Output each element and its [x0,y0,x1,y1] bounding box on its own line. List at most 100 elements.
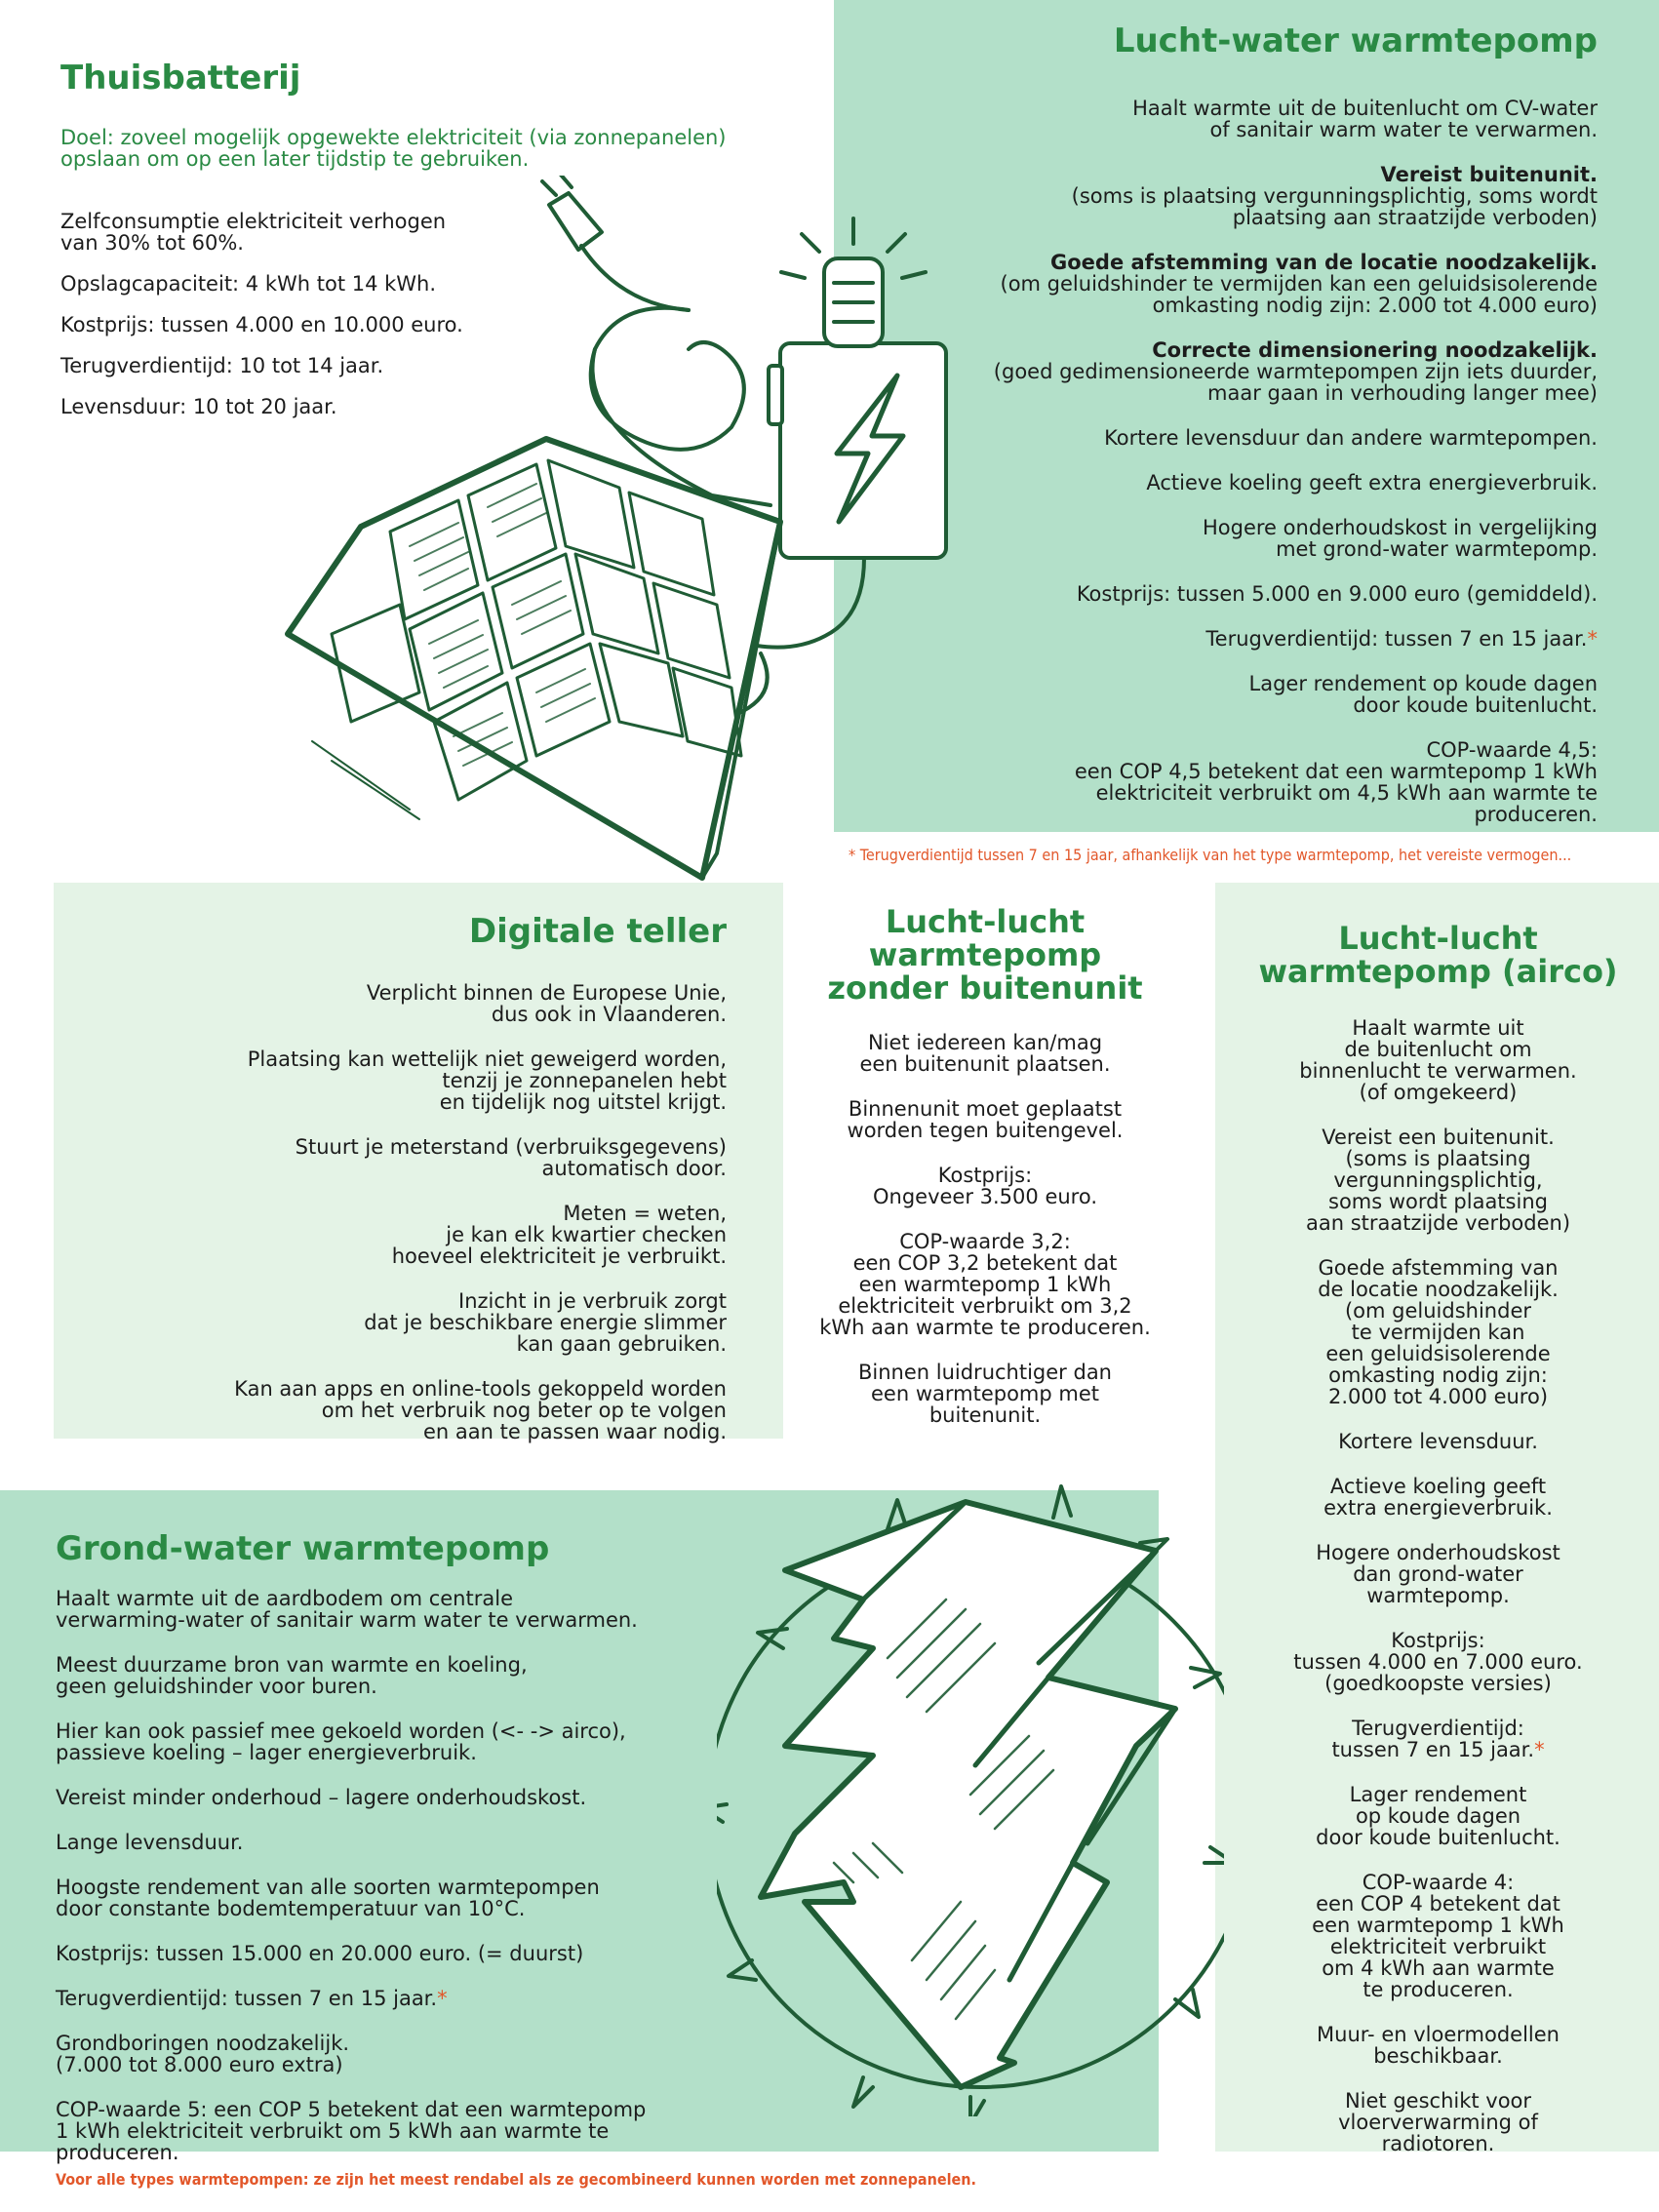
text-line: (soms is plaatsing vergunningsplichtig, … [1071,184,1598,208]
text-line: Hogere onderhoudskost in vergelijking [1203,516,1598,539]
text-line: Kan aan apps en online-tools gekoppeld w… [234,1377,727,1401]
text-line: (goed gedimensioneerde warmtepompen zijn… [993,360,1598,383]
text-line: Terugverdientijd: tussen 7 en 15 jaar.* [56,1987,448,2010]
text-line: worden tegen buitengevel. [847,1119,1124,1142]
title-line: warmtepomp [868,936,1102,973]
title-line: Lucht-lucht [1338,920,1538,957]
text-line: vloerverwarming of [1338,2111,1538,2134]
text-line: Niet geschikt voor [1344,2089,1532,2113]
text-line: (of omgekeerd) [1359,1081,1518,1104]
title-line: zonder buitenunit [827,969,1143,1007]
info-line: Opslagcapaciteit: 4 kWh tot 14 kWh. [60,272,437,296]
text-line: Kortere levensduur. [1338,1430,1538,1453]
text-line: Inzicht in je verbruik zorgt [458,1289,727,1313]
text-line: Kortere levensduur dan andere warmtepomp… [1104,426,1598,450]
text-line: dan grond-water [1353,1562,1523,1586]
text-line: Hogere onderhoudskost [1316,1541,1560,1564]
text-line: Haalt warmte uit de aardbodem om central… [56,1587,513,1610]
text-line: of sanitair warm water te verwarmen. [1209,118,1598,141]
text-line: tussen 7 en 15 jaar.* [1331,1738,1545,1761]
text-line: Vereist buitenunit. [1380,163,1598,186]
title-line: Lucht-lucht [885,903,1086,940]
lucht-water-panel [834,0,1659,832]
text-line: Stuurt je meterstand (verbruiksgegevens) [295,1135,727,1159]
text-line: een buitenunit plaatsen. [859,1052,1111,1076]
thuisbatterij-section: Thuisbatterij Doel: zoveel mogelijk opge… [60,59,802,417]
text-line: buitenunit. [928,1403,1042,1427]
grond-water-section: Grond-water warmtepomp Haalt warmte uit … [56,1529,797,2163]
text-line: (goedkoopste versies) [1324,1672,1552,1695]
text-line: een COP 4 betekent dat [1316,1892,1560,1916]
text-line: dat je beschikbare energie slimmer [364,1311,727,1334]
text-line: een geluidsisolerende [1325,1342,1551,1365]
intro-line: Doel: zoveel mogelijk opgewekte elektric… [60,126,727,149]
asterisk: * [1534,1738,1545,1761]
text-line: tussen 4.000 en 7.000 euro. [1293,1650,1583,1674]
text-line: 1 kWh elektriciteit verbruikt om 5 kWh a… [56,2119,610,2143]
lucht-water-section: Lucht-water warmtepomp Haalt warmte uit … [849,21,1598,825]
text-line: Grondboringen noodzakelijk. [56,2032,350,2055]
airco-section: Lucht-lucht warmtepomp (airco) Haalt war… [1221,922,1655,2154]
text-line: een warmtepomp 1 kWh [1312,1914,1564,1937]
text-line: Binnenunit moet geplaatst [848,1097,1123,1121]
text-line: Hoogste rendement van alle soorten warmt… [56,1876,600,1899]
text-line: door koude buitenlucht. [1316,1826,1560,1849]
text-line: geen geluidshinder voor buren. [56,1675,377,1698]
text-line: Lange levensduur. [56,1831,244,1854]
text-line: kWh aan warmte te produceren. [819,1316,1151,1339]
text-line: Ongeveer 3.500 euro. [872,1185,1097,1208]
text-line: te produceren. [1363,1978,1514,2001]
asterisk: * [1587,627,1599,651]
text-line: Goede afstemming van de locatie noodzake… [1050,251,1598,274]
info-line: Terugverdientijd: 10 tot 14 jaar. [60,354,384,377]
info-line: Levensduur: 10 tot 20 jaar. [60,395,337,418]
text-line: COP-waarde 3,2: [899,1230,1071,1253]
lightning-bolt-illustration [717,1484,1224,2116]
text-line: Hier kan ook passief mee gekoeld worden … [56,1719,626,1743]
text-line: Actieve koeling geeft extra energieverbr… [1146,471,1598,494]
text-line: elektriciteit verbruikt om 4,5 kWh aan w… [1095,781,1598,805]
text-line: omkasting nodig zijn: 2.000 tot 4.000 eu… [1152,294,1598,317]
text-line: een COP 4,5 betekent dat een warmtepomp … [1074,760,1598,783]
digitale-teller-section: Digitale teller Verplicht binnen de Euro… [68,912,727,1442]
text-line: omkasting nodig zijn: [1328,1363,1548,1387]
text-line: door koude buitenlucht. [1353,693,1598,717]
text-line: vergunningsplichtig, [1333,1168,1543,1192]
airco-title: Lucht-lucht warmtepomp (airco) [1221,922,1655,988]
text-line: extra energieverbruik. [1323,1496,1553,1520]
text-line: tenzij je zonnepanelen hebt [442,1069,727,1092]
text-line: een warmtepomp met [871,1382,1099,1405]
text-line: warmtepomp. [1366,1584,1510,1607]
text-line: soms wordt plaatsing [1328,1190,1548,1213]
text-line: en tijdelijk nog uitstel krijgt. [439,1090,727,1114]
text-line: Meten = weten, [563,1202,727,1225]
text-line: COP-waarde 5: een COP 5 betekent dat een… [56,2098,647,2121]
text-line: hoeveel elektriciteit je verbruikt. [391,1244,727,1268]
intro-line: opslaan om op een later tijdstip te gebr… [60,147,530,171]
text-line: Kostprijs: tussen 15.000 en 20.000 euro.… [56,1942,584,1965]
asterisk: * [437,1987,448,2010]
title-line: warmtepomp (airco) [1258,953,1618,990]
text-line: Kostprijs: tussen 5.000 en 9.000 euro (g… [1076,582,1598,606]
lucht-lucht-zonder-section: Lucht-lucht warmtepomp zonder buitenunit… [795,905,1175,1426]
text-line: Vereist een buitenunit. [1322,1126,1555,1149]
text-line: Binnen luidruchtiger dan [857,1361,1112,1384]
text-line: beschikbaar. [1373,2044,1503,2068]
text-line: Plaatsing kan wettelijk niet geweigerd w… [247,1047,727,1071]
text-line: een COP 3,2 betekent dat [852,1251,1118,1275]
text-line: automatisch door. [541,1157,727,1180]
text-line: je kan elk kwartier checken [446,1223,727,1246]
text-line: (om geluidshinder te vermijden kan een g… [1000,272,1599,296]
text-line: te vermijden kan [1351,1321,1525,1344]
text-line: (soms is plaatsing [1345,1147,1531,1170]
text-line: Kostprijs: [1391,1629,1485,1652]
grond-water-title: Grond-water warmtepomp [56,1529,550,1568]
footnote: * Terugverdientijd tussen 7 en 15 jaar, … [849,846,1572,864]
text-line: Vereist minder onderhoud – lagere onderh… [56,1786,587,1809]
text-line: de locatie noodzakelijk. [1318,1278,1559,1301]
text-line: 2.000 tot 4.000 euro) [1327,1385,1549,1408]
text-line: Lager rendement op koude dagen [1248,672,1598,695]
text-line: Lager rendement [1349,1783,1527,1806]
text-line: Niet iedereen kan/mag [867,1031,1103,1054]
text-line: aan straatzijde verboden) [1305,1211,1571,1235]
